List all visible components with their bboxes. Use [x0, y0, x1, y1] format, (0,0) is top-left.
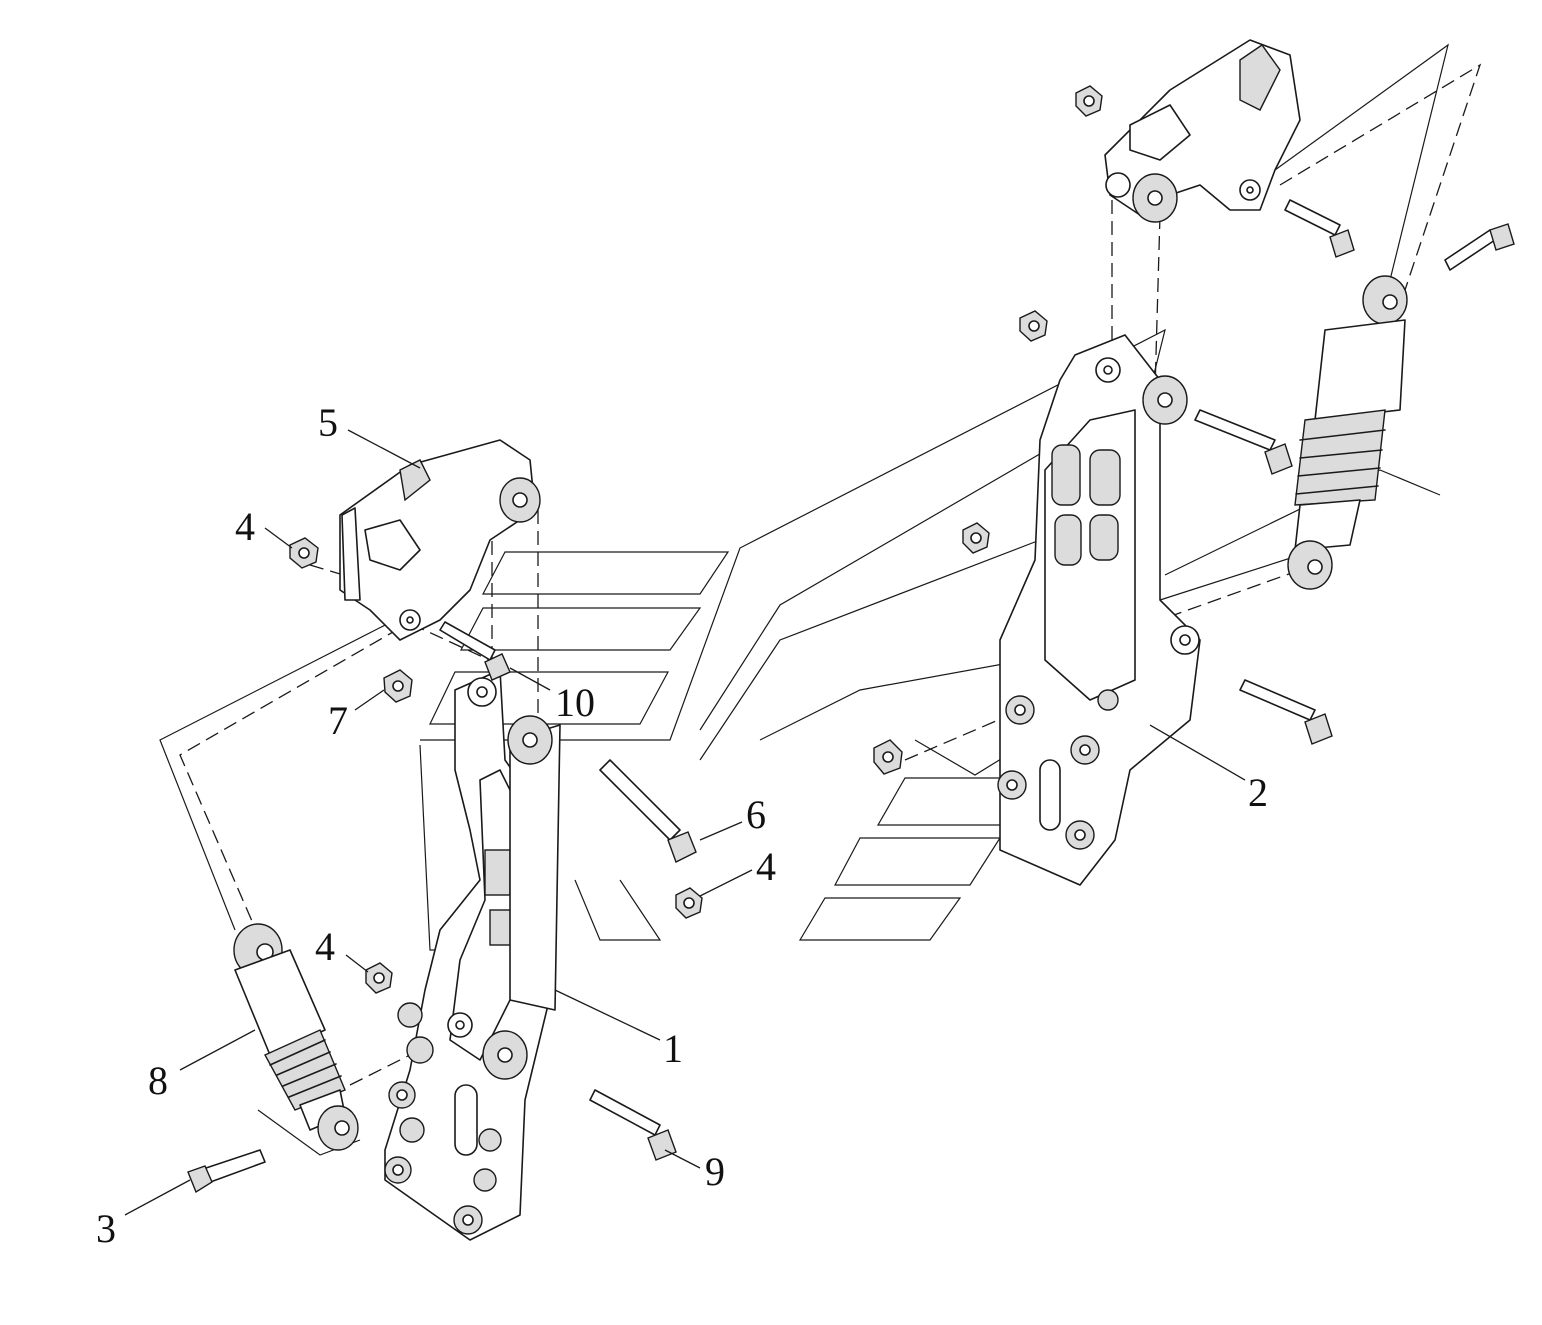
callout-1: 1 [663, 1026, 683, 1071]
nut-right-a [1075, 85, 1103, 117]
right-shock-absorber [1287, 275, 1408, 590]
left-cab-latch [339, 439, 541, 641]
nuts [289, 85, 1103, 994]
callout-7: 7 [328, 698, 348, 743]
left-cab-bracket [384, 669, 561, 1241]
right-cab-latch [1104, 39, 1301, 223]
callout-5: 5 [318, 400, 338, 445]
callout-4-center: 4 [756, 844, 776, 889]
bolt-3 [187, 1149, 266, 1194]
nut-4-center [675, 887, 703, 919]
left-shock-absorber [233, 923, 359, 1151]
nut-4-upper-left [289, 537, 319, 569]
callout-10: 10 [555, 680, 595, 725]
callout-4-lower-left: 4 [315, 924, 335, 969]
nut-right-d [873, 739, 903, 775]
nut-right-b [1019, 310, 1048, 342]
frame-rail-outline [419, 328, 1441, 951]
callout-9: 9 [705, 1149, 725, 1194]
bolt-6 [599, 759, 697, 863]
right-cab-bracket [997, 334, 1201, 886]
bolt-9 [589, 1089, 677, 1161]
callout-4-upper-left: 4 [235, 504, 255, 549]
callout-labels: 1 2 3 4 4 4 5 6 7 8 9 10 [96, 400, 1268, 1251]
callout-3: 3 [96, 1206, 116, 1251]
nut-4-lower-left [365, 962, 393, 994]
nut-7 [383, 669, 413, 703]
callout-6: 6 [746, 792, 766, 837]
nut-right-c [962, 522, 990, 554]
callout-2: 2 [1248, 770, 1268, 815]
bolt-10 [439, 621, 511, 681]
leader-lines [124, 429, 1246, 1216]
right-bolts [1194, 199, 1515, 745]
callout-8: 8 [148, 1058, 168, 1103]
